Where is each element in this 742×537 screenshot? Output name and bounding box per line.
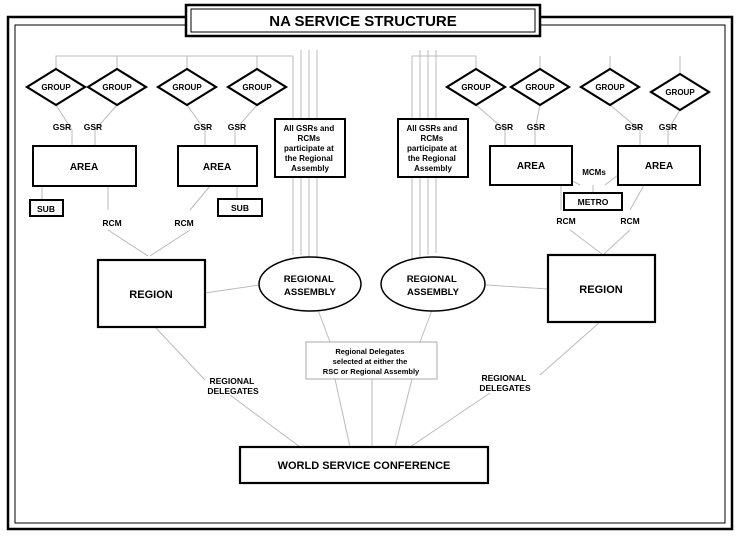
- mcms-label: MCMs: [582, 168, 606, 177]
- svg-text:GROUP: GROUP: [41, 83, 71, 92]
- gsr-label: GSR: [84, 122, 102, 132]
- gsr-label: GSR: [625, 122, 643, 132]
- wsc-box: WORLD SERVICE CONFERENCE: [238, 445, 490, 485]
- regional-delegates-left: REGIONAL DELEGATES: [207, 376, 259, 396]
- svg-text:REGION: REGION: [129, 289, 172, 301]
- svg-text:GROUP: GROUP: [595, 83, 625, 92]
- group-diamond: GROUP: [24, 67, 88, 107]
- area-box: AREA: [177, 145, 258, 187]
- note-box-right: All GSRs and RCMs participate at the Reg…: [397, 118, 469, 178]
- area-box: AREA: [32, 145, 137, 187]
- regional-assembly-right: REGIONAL ASSEMBLY: [380, 256, 486, 312]
- svg-text:AREA: AREA: [517, 161, 545, 172]
- top-connector-lines: [55, 50, 681, 259]
- rcm-label: RCM: [620, 216, 639, 226]
- svg-text:GROUP: GROUP: [242, 83, 272, 92]
- gsr-label: GSR: [659, 122, 677, 132]
- region-box: REGION: [96, 258, 207, 329]
- svg-text:AREA: AREA: [70, 162, 98, 173]
- gsr-label: GSR: [228, 122, 246, 132]
- svg-text:METRO: METRO: [578, 197, 609, 207]
- lower-connector-lines: [154, 284, 601, 448]
- region-box: REGION: [546, 253, 657, 324]
- regional-assembly-left: REGIONAL ASSEMBLY: [258, 256, 362, 312]
- svg-text:GROUP: GROUP: [461, 83, 491, 92]
- svg-text:All GSRs and RCMs: All GSRs and RCMs participate at the Reg…: [407, 124, 460, 173]
- svg-text:GROUP: GROUP: [665, 88, 695, 97]
- svg-text:GROUP: GROUP: [102, 83, 132, 92]
- group-diamond: GROUP: [648, 72, 712, 112]
- gsr-label: GSR: [194, 122, 212, 132]
- svg-text:REGIONAL ASSEMBLY: REGIONAL ASSEMBLY: [284, 274, 337, 298]
- regional-delegates-right: REGIONAL DELEGATES: [479, 373, 531, 393]
- gsr-labels: GSR GSR GSR GSR GSR GSR GSR GSR: [53, 122, 677, 132]
- rcm-labels: RCM RCM RCM RCM: [102, 216, 639, 228]
- rcm-label: RCM: [102, 218, 121, 228]
- group-diamond: GROUP: [85, 67, 149, 107]
- sub-box: SUB: [29, 199, 64, 217]
- area-box: AREA: [617, 145, 701, 186]
- gsr-label: GSR: [527, 122, 545, 132]
- area-box: AREA: [489, 145, 573, 186]
- svg-text:All GSRs and RCMs: All GSRs and RCMs participate at the Reg…: [284, 124, 337, 173]
- svg-text:REGION: REGION: [579, 284, 622, 296]
- svg-text:GROUP: GROUP: [525, 83, 555, 92]
- svg-text:Regional Delegates selec: Regional Delegates selected at either th…: [323, 347, 420, 376]
- svg-text:GROUP: GROUP: [172, 83, 202, 92]
- gsr-connector-lines: [41, 104, 681, 257]
- svg-text:SUB: SUB: [37, 204, 55, 214]
- svg-text:AREA: AREA: [203, 162, 231, 173]
- group-diamond: GROUP: [225, 67, 289, 107]
- svg-text:SUB: SUB: [231, 203, 249, 213]
- delegates-note: Regional Delegates selected at either th…: [305, 341, 438, 380]
- svg-text:AREA: AREA: [645, 161, 673, 172]
- rcm-label: RCM: [556, 216, 575, 226]
- group-diamond: GROUP: [155, 67, 219, 107]
- sub-box: SUB: [217, 198, 263, 217]
- title-box-inner: [190, 8, 536, 33]
- rcm-label: RCM: [174, 218, 193, 228]
- group-diamond: GROUP: [508, 67, 572, 107]
- gsr-label: GSR: [53, 122, 71, 132]
- title-box: [184, 3, 542, 38]
- group-diamond: GROUP: [444, 67, 508, 107]
- gsr-label: GSR: [495, 122, 513, 132]
- svg-text:WORLD SERVICE CONFERENCE: WORLD SERVICE CONFERENCE: [278, 460, 451, 472]
- note-box-left: All GSRs and RCMs participate at the Reg…: [274, 118, 346, 178]
- group-diamond: GROUP: [578, 67, 642, 107]
- svg-text:REGIONAL ASSEMBLY: REGIONAL ASSEMBLY: [407, 274, 460, 298]
- page-title: NA SERVICE STRUCTURE: [269, 13, 457, 30]
- metro-box: METRO: [563, 192, 623, 211]
